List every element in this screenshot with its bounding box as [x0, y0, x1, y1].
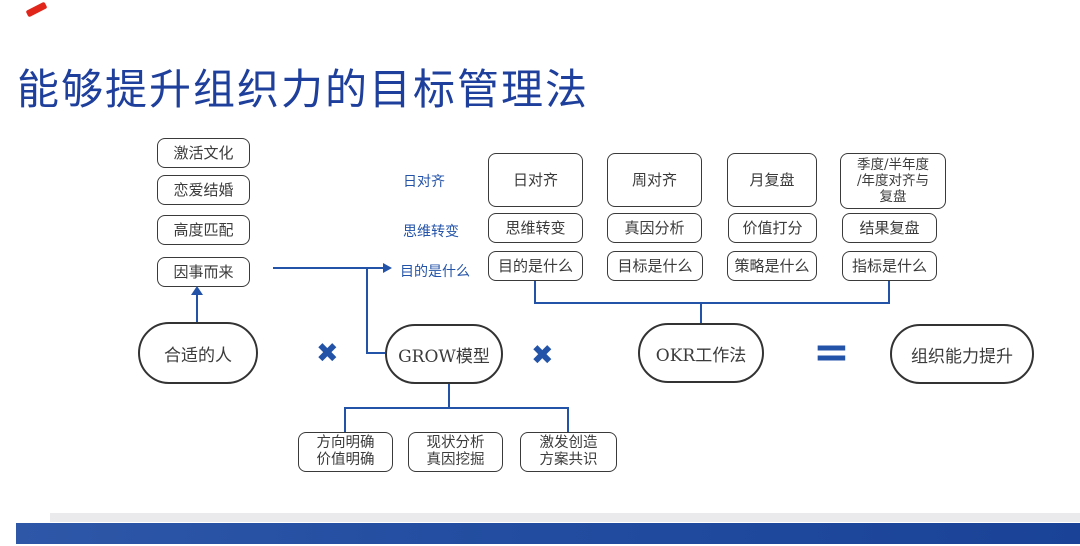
equals-icon: =: [813, 327, 850, 378]
quarter-review-line-1: 季度/半年度: [856, 157, 930, 173]
matrix-r3-what-metric: 指标是什么: [842, 251, 937, 281]
grow-child-line: 方案共识: [539, 452, 598, 468]
left-stack-box-2: 恋爱结婚: [157, 175, 250, 205]
grow-child-line: 方向明确: [316, 435, 375, 451]
connector-grow-drop-left: [344, 407, 346, 433]
grow-child-create: 激发创造 方案共识: [520, 432, 617, 472]
left-stack-box-3: 高度匹配: [157, 215, 250, 245]
grow-child-status: 现状分析 真因挖掘: [408, 432, 503, 472]
connector-grow-vertical: [366, 268, 368, 354]
quarter-review-line-2: /年度对齐与: [856, 173, 930, 189]
ellipse-right-people: 合适的人: [138, 322, 258, 384]
left-stack-box-4: 因事而来: [157, 257, 250, 287]
matrix-r2-result-review: 结果复盘: [842, 213, 937, 243]
grow-child-line: 价值明确: [316, 452, 375, 468]
quarter-review-line-3: 复盘: [879, 189, 907, 205]
grow-child-line: 现状分析: [426, 435, 485, 451]
matrix-r1-week-align: 周对齐: [607, 153, 702, 207]
connector-people-up: [196, 294, 198, 322]
matrix-r3-what-purpose: 目的是什么: [488, 251, 583, 281]
corner-accent-mark: [25, 1, 48, 18]
grow-child-direction: 方向明确 价值明确: [298, 432, 393, 472]
multiply-icon: ✖: [316, 338, 339, 369]
matrix-r1-month-review: 月复盘: [727, 153, 817, 207]
connector-okr-right-drop: [888, 281, 890, 304]
ellipse-org-capability: 组织能力提升: [890, 324, 1034, 384]
grow-child-line: 真因挖掘: [426, 452, 485, 468]
arrow-up-icon: [191, 286, 203, 295]
footer-gray-bar: [50, 513, 1080, 522]
arrow-right-icon: [383, 263, 392, 273]
matrix-r1-quarter-review: 季度/半年度 /年度对齐与 复盘: [840, 153, 946, 209]
matrix-r1-day-align: 日对齐: [488, 153, 583, 207]
connector-grow-bus: [344, 407, 569, 409]
ellipse-okr-method: OKR工作法: [638, 323, 764, 383]
multiply-icon: ✖: [531, 340, 554, 371]
matrix-r2-value-score: 价值打分: [728, 213, 817, 243]
footer-blue-bar: [16, 523, 1080, 544]
connector-grow-down: [448, 384, 450, 409]
ellipse-grow-model: GROW模型: [385, 324, 503, 384]
grow-child-line: 激发创造: [539, 435, 598, 451]
matrix-r3-what-strategy: 策略是什么: [727, 251, 817, 281]
left-stack-box-1: 激活文化: [157, 138, 250, 168]
row-label-what-purpose: 目的是什么: [400, 264, 470, 280]
connector-purpose-line: [273, 267, 383, 269]
slide-title: 能够提升组织力的目标管理法: [17, 65, 590, 114]
matrix-r3-what-goal: 目标是什么: [607, 251, 703, 281]
connector-grow-drop-right: [567, 407, 569, 433]
matrix-r2-root-cause: 真因分析: [607, 213, 702, 243]
matrix-r2-mindset-shift: 思维转变: [488, 213, 583, 243]
connector-okr-left-drop: [534, 281, 536, 304]
connector-okr-bus: [534, 302, 890, 304]
row-label-day-align: 日对齐: [403, 174, 445, 190]
connector-grow-horizontal: [366, 352, 385, 354]
row-label-mindset-shift: 思维转变: [403, 224, 459, 240]
connector-okr-center-drop: [700, 302, 702, 324]
